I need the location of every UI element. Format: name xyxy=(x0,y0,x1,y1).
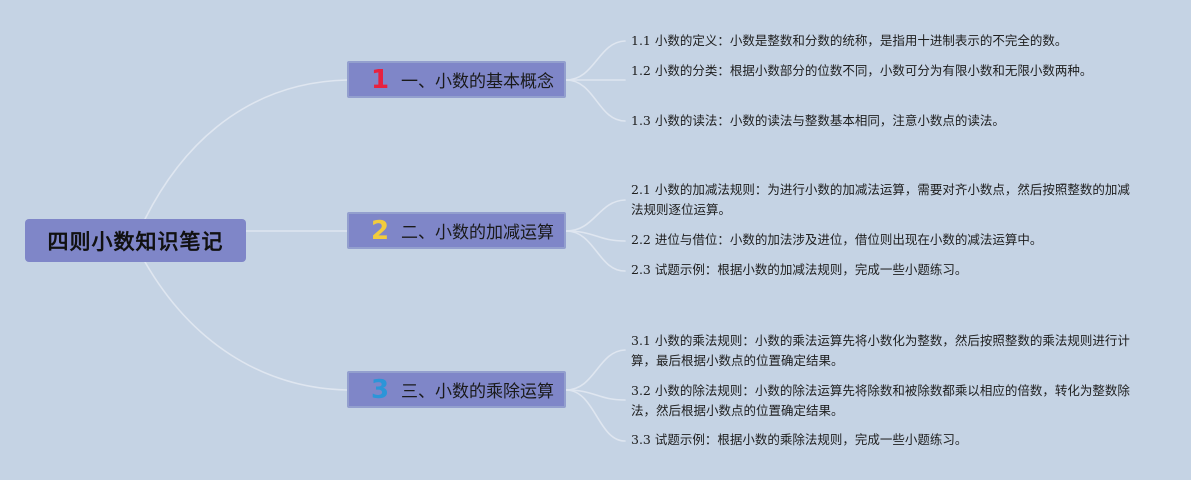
leaf-3-3[interactable]: 3.3 试题示例：根据小数的乘除法规则，完成一些小题练习。 xyxy=(631,432,968,447)
branch-node-3[interactable]: 3 三、小数的乘除运算 xyxy=(347,371,566,408)
root-node[interactable]: 四则小数知识笔记 xyxy=(25,219,246,262)
branch-label-3: 三、小数的乘除运算 xyxy=(401,382,554,402)
connector-root-branch-1 xyxy=(144,79,348,220)
connector-branch-2-leaf-3 xyxy=(565,230,626,272)
connector-branch-1-leaf-1 xyxy=(565,40,626,81)
leaf-2-2[interactable]: 2.2 进位与借位：小数的加法涉及进位，借位则出现在小数的减法运算中。 xyxy=(631,232,1043,247)
connector-branch-3-leaf-1 xyxy=(565,349,626,391)
leaf-1-1[interactable]: 1.1 小数的定义：小数是整数和分数的统称，是指用十进制表示的不完全的数。 xyxy=(631,33,1068,48)
branch-label-2: 二、小数的加减运算 xyxy=(401,223,554,243)
leaf-3-1[interactable]: 3.1 小数的乘法规则：小数的乘法运算先将小数化为整数，然后按照整数的乘法规则进… xyxy=(631,333,1130,368)
connector-branch-3-leaf-3 xyxy=(565,389,626,442)
leaf-2-3[interactable]: 2.3 试题示例：根据小数的加减法规则，完成一些小题练习。 xyxy=(631,262,968,277)
branch-node-1[interactable]: 1 一、小数的基本概念 xyxy=(347,61,566,98)
leaf-1-3[interactable]: 1.3 小数的读法：小数的读法与整数基本相同，注意小数点的读法。 xyxy=(631,113,1005,128)
leaf-3-2[interactable]: 3.2 小数的除法规则：小数的除法运算先将除数和被除数都乘以相应的倍数，转化为整… xyxy=(631,383,1130,418)
connector-root-branch-3 xyxy=(144,261,348,391)
branch-label-1: 一、小数的基本概念 xyxy=(401,72,554,92)
connector-branch-2-leaf-1 xyxy=(565,199,626,232)
leaf-1-2[interactable]: 1.2 小数的分类：根据小数部分的位数不同，小数可分为有限小数和无限小数两种。 xyxy=(631,63,1093,78)
root-title: 四则小数知识笔记 xyxy=(47,229,224,254)
leaf-2-1[interactable]: 2.1 小数的加减法规则：为进行小数的加减法运算，需要对齐小数点，然后按照整数的… xyxy=(631,182,1130,217)
branch-node-2[interactable]: 2 二、小数的加减运算 xyxy=(347,212,566,249)
connector-branch-3-leaf-2 xyxy=(565,389,626,401)
branch-number-2: 2 xyxy=(370,215,390,246)
branch-number-1: 1 xyxy=(370,64,390,95)
branch-number-3: 3 xyxy=(370,374,390,405)
connector-branch-1-leaf-3 xyxy=(565,79,626,122)
